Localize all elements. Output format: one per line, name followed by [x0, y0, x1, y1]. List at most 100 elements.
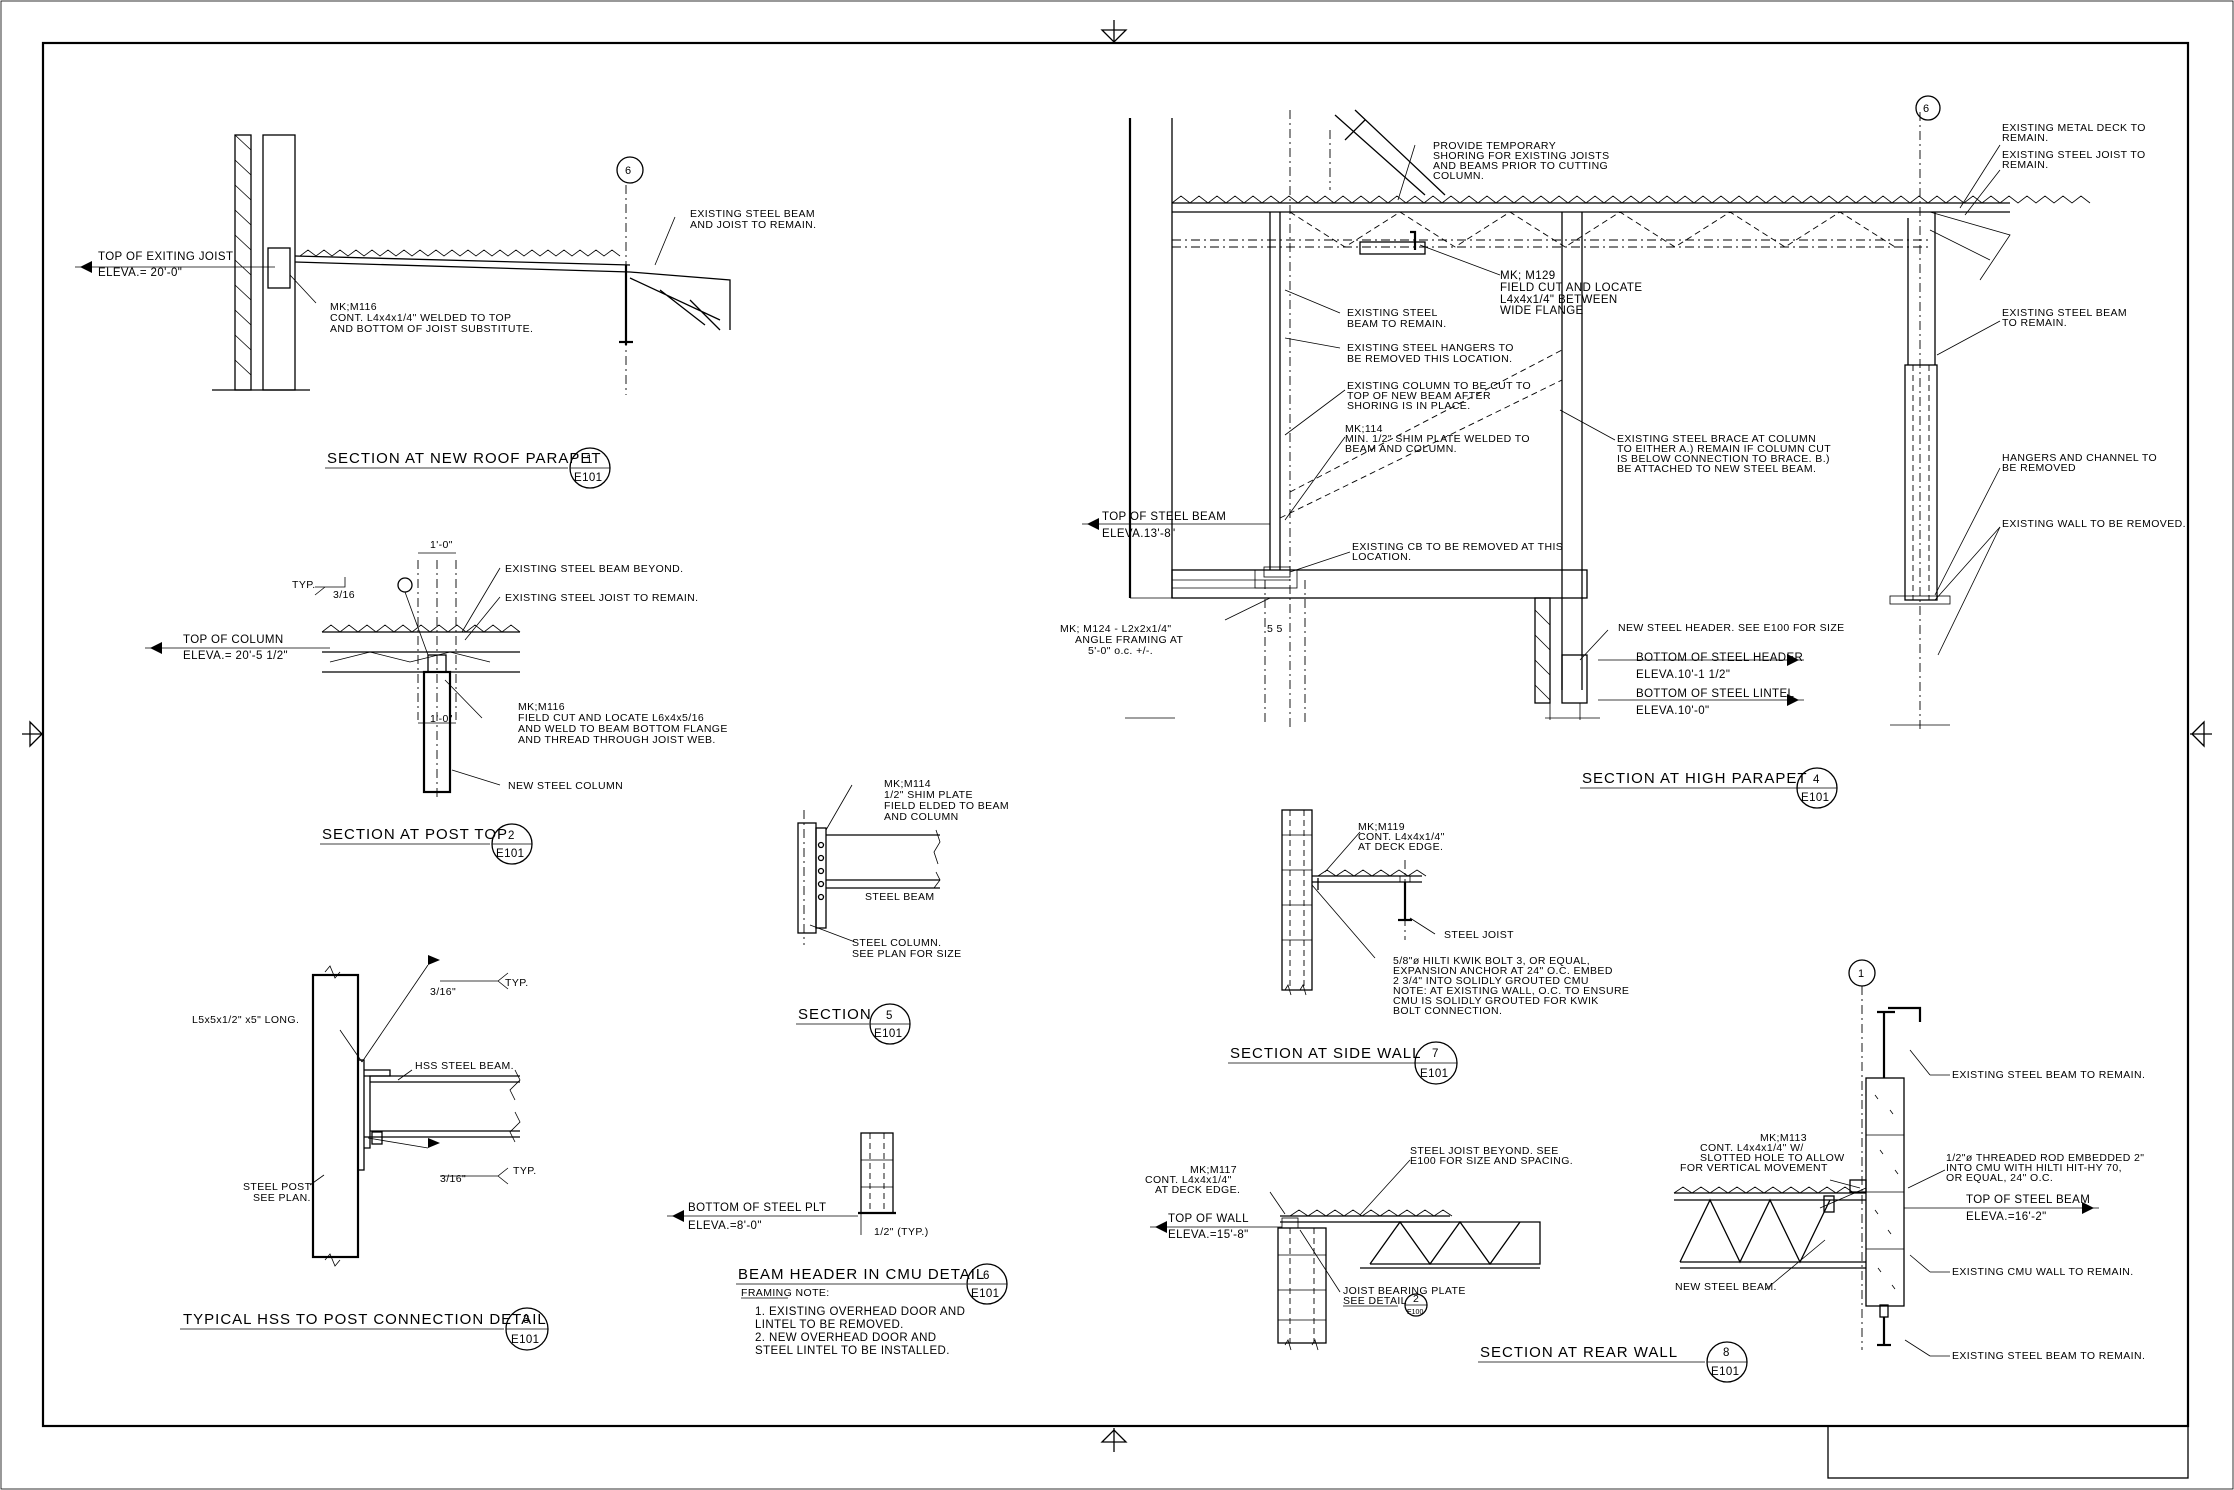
section-3-drawing: [309, 955, 521, 1267]
section-1-bubble: [569, 447, 611, 489]
section-1-title: SECTION AT NEW ROOF PARAPET: [327, 450, 602, 467]
section-4-note: NEW STEEL HEADER. SEE E100 FOR SIZE: [1618, 622, 1845, 634]
section-5-sheet-ref: E101: [874, 1028, 902, 1040]
section-8-bubble: [1706, 1341, 1748, 1383]
section-2-sheet-ref: E101: [496, 848, 524, 860]
section-2-note: NEW STEEL COLUMN: [508, 780, 623, 792]
section-8-elev-value: ELEVA.=15'-8": [1168, 1229, 1249, 1241]
grid-1-note: EXISTING STEEL BEAM TO REMAIN.: [1952, 1350, 2145, 1362]
section-4-elev-value: ELEVA.13'-8": [1102, 528, 1176, 540]
section-4-dim: 5 5: [1267, 623, 1283, 635]
section-4-note: HANGERS AND CHANNEL TO BE REMOVED: [2002, 452, 2160, 474]
section-4-number: 4: [1813, 774, 1820, 786]
section-6-framing-note-title: FRAMING NOTE:: [741, 1287, 830, 1299]
grid-1-elev-value: ELEVA.=16'-2": [1966, 1211, 2047, 1223]
section-7-drawing: [1281, 809, 1436, 996]
grid-1-detail-drawing: [1673, 959, 2099, 1357]
section-8-note: MK;M117 CONT. L4x4x1/4" AT DECK EDGE.: [1145, 1164, 1240, 1196]
section-6-bubble: [966, 1263, 1008, 1305]
section-5-number: 5: [886, 1010, 893, 1022]
section-8-note: JOIST BEARING PLATE SEE DETAIL: [1343, 1285, 1469, 1307]
section-8-title: SECTION AT REAR WALL: [1480, 1344, 1678, 1361]
section-7-note: MK;M119 CONT. L4x4x1/4" AT DECK EDGE.: [1358, 821, 1448, 853]
grid-1-note: NEW STEEL BEAM.: [1675, 1281, 1777, 1293]
section-2-weld-size: 3/16: [333, 589, 355, 601]
section-1-elev-value: ELEVA.= 20'-0": [98, 267, 182, 279]
section-4-note: EXISTING STEEL BRACE AT COLUMN TO EITHER…: [1617, 433, 1834, 475]
section-4-bubble: [1796, 767, 1838, 809]
section-4-note: EXISTING STEEL JOIST TO REMAIN.: [2002, 149, 2149, 171]
section-7-sheet-ref: E101: [1420, 1068, 1448, 1080]
section-1-note: EXISTING STEEL BEAM AND JOIST TO REMAIN.: [690, 208, 818, 231]
section-2-drawing: [145, 552, 521, 800]
section-8-note: STEEL JOIST BEYOND. SEE E100 FOR SIZE AN…: [1410, 1145, 1573, 1167]
section-4-note: PROVIDE TEMPORARY SHORING FOR EXISTING J…: [1433, 140, 1613, 182]
section-4-title: SECTION AT HIGH PARAPET: [1582, 770, 1808, 787]
section-6-elev-value: ELEVA.=8'-0": [688, 1220, 762, 1232]
section-4-note: MK; M129 FIELD CUT AND LOCATE L4x4x1/4" …: [1500, 270, 1646, 317]
section-2-dim: 1'-0": [430, 713, 453, 725]
grid-1-label: 1: [1858, 968, 1864, 980]
section-6-sheet-ref: E101: [971, 1288, 999, 1300]
section-7-note: STEEL JOIST: [1444, 929, 1514, 941]
section-1-number: 1: [586, 454, 593, 466]
section-8-detail-sheet: E100: [1407, 1309, 1423, 1316]
section-4-note: EXISTING STEEL BEAM TO REMAIN.: [2002, 307, 2130, 329]
section-3-note: L5x5x1/2" x5" LONG.: [192, 1014, 299, 1026]
section-6-number: 6: [983, 1270, 990, 1282]
section-2-note: EXISTING STEEL BEAM BEYOND.: [505, 563, 683, 575]
section-6-title: BEAM HEADER IN CMU DETAIL: [738, 1266, 985, 1283]
section-2-elev-value: ELEVA.= 20'-5 1/2": [183, 650, 288, 662]
section-4-note: EXISTING METAL DECK TO REMAIN.: [2002, 122, 2149, 144]
section-3-weld: TYP.: [505, 977, 529, 989]
section-6-framing-notes: 1. EXISTING OVERHEAD DOOR AND LINTEL TO …: [755, 1306, 969, 1357]
section-1-sheet-ref: E101: [574, 472, 602, 484]
section-3-sheet-ref: E101: [511, 1334, 539, 1346]
section-4-note: EXISTING WALL TO BE REMOVED.: [2002, 518, 2186, 530]
section-8-elev-label: TOP OF WALL: [1168, 1213, 1249, 1225]
section-3-bubble: [505, 1307, 549, 1351]
section-3-note: STEEL POST SEE PLAN.: [243, 1181, 315, 1204]
section-8-number: 8: [1723, 1347, 1730, 1359]
section-2-weld-typ: TYP.: [292, 579, 316, 591]
section-8-detail-bubble: [1404, 1293, 1428, 1317]
section-5-drawing: [797, 784, 941, 945]
section-1-note: MK;M116 CONT. L4x4x1/4" WELDED TO TOP AN…: [330, 301, 533, 335]
section-4-note: MK;114 MIN. 1/2" SHIM PLATE WELDED TO BE…: [1345, 423, 1533, 455]
grid-1-elev-label: TOP OF STEEL BEAM: [1966, 1194, 2090, 1206]
section-4-note: EXISTING STEEL HANGERS TO BE REMOVED THI…: [1347, 342, 1517, 365]
section-7-bubble: [1414, 1041, 1458, 1085]
section-4-drawing: [1082, 95, 2091, 730]
section-7-note: 5/8"ø HILTI KWIK BOLT 3, OR EQUAL, EXPAN…: [1393, 955, 1633, 1017]
section-2-number: 2: [508, 830, 515, 842]
section-5-note: STEEL COLUMN. SEE PLAN FOR SIZE: [852, 937, 962, 960]
section-1-drawing: [75, 134, 731, 395]
section-7-number: 7: [1432, 1048, 1439, 1060]
section-4-note: EXISTING CB TO BE REMOVED AT THIS LOCATI…: [1352, 541, 1567, 563]
grid-1-note: MK;M113 CONT. L4x4x1/4" W/ SLOTTED HOLE …: [1680, 1132, 1848, 1174]
section-3-weld: TYP.: [513, 1165, 537, 1177]
section-7-title: SECTION AT SIDE WALL: [1230, 1045, 1421, 1062]
section-4-elev-value: ELEVA.10'-0": [1636, 705, 1710, 717]
section-3-number: 3: [523, 1314, 530, 1326]
section-1-grid-label: 6: [625, 165, 631, 177]
section-5-note: STEEL BEAM: [865, 891, 935, 903]
section-5-bubble: [869, 1003, 911, 1045]
section-5-title: SECTION: [798, 1006, 872, 1023]
section-3-note: HSS STEEL BEAM.: [415, 1060, 514, 1072]
section-4-elev-label: TOP OF STEEL BEAM: [1102, 511, 1226, 523]
section-6-drawing: [667, 1132, 896, 1235]
section-3-weld: 3/16": [430, 986, 456, 998]
section-2-elev-label: TOP OF COLUMN: [183, 634, 284, 646]
grid-1-note: 1/2"ø THREADED ROD EMBEDDED 2" INTO CMU …: [1946, 1152, 2148, 1184]
section-2-title: SECTION AT POST TOP: [322, 826, 508, 843]
section-2-dim: 1'-0": [430, 539, 453, 551]
section-4-elev-label: BOTTOM OF STEEL LINTEL: [1636, 688, 1795, 700]
section-8-detail-ref: 2: [1413, 1293, 1419, 1305]
section-4-elev-value: ELEVA.10'-1 1/2": [1636, 669, 1730, 681]
section-4-elev-label: BOTTOM OF STEEL HEADER: [1636, 652, 1803, 664]
section-6-elev-label: BOTTOM OF STEEL PLT: [688, 1202, 826, 1214]
section-2-note: EXISTING STEEL JOIST TO REMAIN.: [505, 592, 698, 604]
